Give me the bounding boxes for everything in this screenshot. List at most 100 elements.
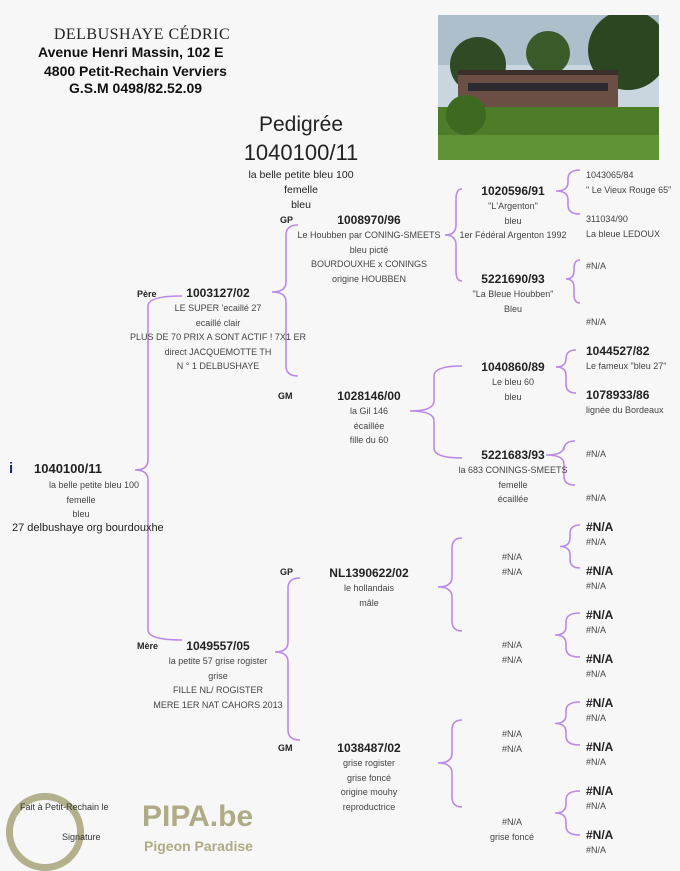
ancestor-ring: #N/A [586,740,614,754]
subject-note: 27 delbushaye org bourdouxhe [12,522,164,534]
watermark-brand: PIPA.be [142,800,254,833]
great-grandparent-line: #N/A [501,729,523,739]
bracket [554,701,581,746]
mere-line: la petite 57 grise rogister [168,656,268,666]
great-grandparent-ring: 5221683/93 [481,448,545,462]
grandparent-ring: 1008970/96 [337,213,401,227]
ancestor-ring: #N/A [586,564,614,578]
great-grandparent-line: "La Bleue Houbben" [472,289,554,299]
owner-name: DELBUSHAYE CÉDRIC [53,26,231,43]
ancestor-line: lignée du Bordeaux [586,405,664,415]
great-grandparent-line: femelle [498,479,528,490]
grandparent-line: écaillée [353,420,385,431]
label-gm: GM [278,743,293,753]
grandparent-ring: NL1390622/02 [329,566,409,580]
mere-line: grise [208,670,228,681]
ancestor-ring: 1043065/84 [586,170,634,180]
watermark-tagline: Pigeon Paradise [144,838,253,854]
great-grandparent-line: écaillée [497,494,529,504]
great-grandparent-line: #N/A [501,655,523,665]
ancestor-line: #N/A [586,757,607,767]
loft-photo [438,10,668,160]
mere-line: FILLE NL/ ROGISTER [172,685,264,696]
grandparent-line: reproductrice [342,802,396,813]
ancestor-ring: #N/A [586,449,607,459]
ancestor-ring: #N/A [586,317,607,327]
great-grandparent-ring: 1040860/89 [481,360,545,374]
ancestor-line: #N/A [586,537,607,547]
pedigree-ring-number: 1040100/11 [243,140,359,165]
grandparent-line: la Gil 146 [349,406,389,416]
ancestor-line: " Le Vieux Rouge 65" [586,185,672,195]
label-pere: Père [137,289,157,299]
great-grandparent-line: #N/A [501,567,523,577]
title-line: bleu [291,199,311,211]
pere-line: ecaillé clair [195,317,241,328]
pere-line: direct JACQUEMOTTE TH [164,346,272,357]
bracket [444,188,463,282]
great-grandparent-line: Le bleu 60 [491,377,535,387]
subject-ring: 1040100/11 [34,461,102,476]
bracket [545,440,576,486]
bracket [554,612,581,658]
bracket [134,295,183,641]
bracket [271,224,299,377]
great-grandparent-line: bleu [504,215,522,226]
ancestor-ring: #N/A [586,608,614,622]
bracket [409,365,463,459]
grandparent-line: grise rogister [342,758,396,768]
great-grandparent-line: "L'Argenton" [488,201,538,211]
title-line: la belle petite bleu 100 [248,169,354,181]
great-grandparent-line: Bleu [503,303,523,314]
ancestor-ring: #N/A [586,493,607,503]
owner-phone: G.S.M 0498/82.52.09 [69,80,203,96]
pere-ring: 1003127/02 [186,286,250,300]
great-grandparent-line: la 683 CONINGS-SMEETS [458,465,568,475]
ancestor-ring: #N/A [586,828,614,842]
great-grandparent-ring: 1020596/91 [481,184,545,198]
owner-city: 4800 Petit-Rechain Verviers [44,63,227,79]
great-grandparent-line: grise foncé [489,832,535,842]
ancestor-line: #N/A [586,845,607,855]
grandparent-line: le hollandais [343,583,395,593]
grandparent-line: origine HOUBBEN [331,274,407,285]
mere-line: MERE 1ER NAT CAHORS 2013 [153,700,283,711]
label-gm: GM [278,391,293,401]
bracket [555,169,581,215]
ancestor-ring: #N/A [586,652,614,666]
info-marker: i [9,460,14,477]
ancestor-line: #N/A [586,713,607,723]
great-grandparent-ring: 5221690/93 [481,272,545,286]
pere-line: N ° 1 DELBUSHAYE [176,361,260,371]
owner-address: Avenue Henri Massin, 102 E [38,44,224,60]
ancestor-ring: #N/A [586,784,614,798]
grandparent-line: grise foncé [346,772,392,783]
ancestor-line: #N/A [586,625,607,635]
grandparent-line: origine mouhy [340,787,398,798]
footer-signature: Signature [62,832,101,842]
title-line: femelle [284,184,318,196]
pigeon-logo-icon [6,793,84,871]
pere-line: LE SUPER 'ecaillé 27 [174,303,262,313]
grandparent-line: Le Houbben par CONING-SMEETS [297,230,441,240]
subject-line: bleu [72,509,90,519]
bracket [555,349,577,394]
label-gp: GP [280,215,294,225]
bracket [437,719,463,808]
great-grandparent-line: #N/A [501,552,523,562]
bracket [554,790,581,836]
ancestor-ring: 1044527/82 [586,344,650,358]
grandparent-line: bleu picté [349,244,389,255]
ancestor-ring: 311034/90 [586,214,628,224]
ancestor-line: La bleue LEDOUX [586,229,661,239]
great-grandparent-line: #N/A [501,744,523,754]
ancestor-line: #N/A [586,581,607,591]
grandparent-line: fille du 60 [349,435,389,446]
pedigree-heading: Pedigrée [258,113,344,136]
ancestor-ring: #N/A [586,520,614,534]
great-grandparent-line: #N/A [501,817,523,827]
footer-place: Fait à Petit-Rechain le [20,802,109,812]
ancestor-line: Le fameux "bleu 27" [586,361,667,371]
ancestor-ring: #N/A [586,261,607,271]
